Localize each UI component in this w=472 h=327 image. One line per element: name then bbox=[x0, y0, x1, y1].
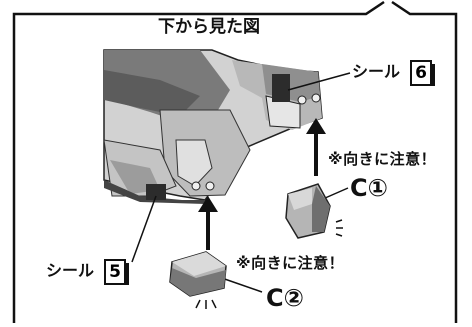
sticker-5-spot bbox=[146, 184, 166, 200]
device-body bbox=[103, 49, 323, 204]
sticker-5-number: 5 bbox=[104, 259, 129, 285]
orientation-note-c1: ※向きに注意！ bbox=[328, 150, 437, 168]
diagram-title: 下から見た図 bbox=[158, 17, 260, 37]
c1-direction-marks bbox=[335, 219, 343, 237]
part-c1-shape bbox=[285, 183, 343, 239]
sticker-6-spot bbox=[272, 74, 290, 102]
orientation-note-c2: ※向きに注意！ bbox=[236, 254, 345, 272]
part-c2-label: C② bbox=[266, 284, 304, 312]
part-c1-label: C① bbox=[350, 174, 388, 202]
sticker-5-label: シール bbox=[46, 261, 95, 280]
c2-direction-marks bbox=[195, 299, 217, 309]
sticker-6-number: 6 bbox=[410, 60, 435, 86]
sticker-6-label: シール bbox=[352, 62, 401, 81]
part-c2-shape bbox=[169, 251, 227, 309]
diagram-frame bbox=[12, 0, 458, 323]
insert-arrow-right bbox=[306, 118, 326, 176]
insert-arrow-left bbox=[198, 196, 218, 250]
